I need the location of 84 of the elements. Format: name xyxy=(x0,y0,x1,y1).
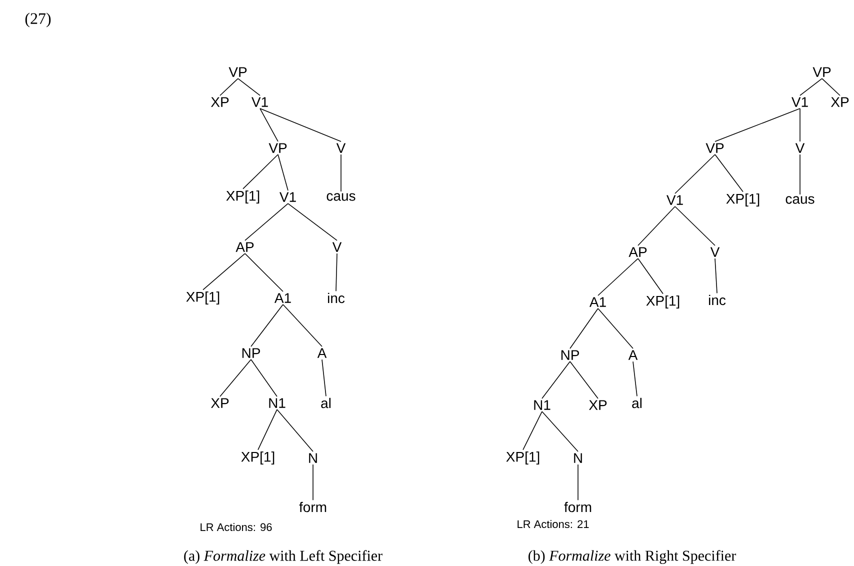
tree-label: AP xyxy=(628,247,647,257)
tree-branch xyxy=(522,411,542,450)
tree-branch xyxy=(632,361,638,397)
tree-branch xyxy=(674,206,716,246)
action-count: LR Actions: 96 xyxy=(200,522,272,532)
tree-branch xyxy=(714,258,718,294)
tree-label: A xyxy=(628,350,638,360)
tree-label: AP xyxy=(236,242,254,252)
tree-label: XP xyxy=(210,97,229,107)
tree-label: VP xyxy=(706,143,724,153)
tree-label: caus xyxy=(786,196,814,204)
tree-branch xyxy=(276,409,314,452)
tree-branch xyxy=(822,78,840,96)
tree-branch xyxy=(598,258,638,296)
tree-label: V1 xyxy=(792,97,808,107)
tree-branch xyxy=(278,154,288,191)
tree-branch xyxy=(570,361,598,399)
tree-branch xyxy=(250,359,278,397)
subfigure-caption: (a) Formalize with Left Specifier xyxy=(184,550,382,564)
tree-label: V xyxy=(336,143,346,153)
tree-branch xyxy=(220,359,252,397)
tree-label: inc xyxy=(709,294,726,306)
tree-label: N xyxy=(309,453,317,463)
tree-label: V1 xyxy=(252,97,268,107)
tree-label: A1 xyxy=(274,293,291,303)
tree-label: N xyxy=(574,453,582,463)
tree-branch xyxy=(336,253,338,292)
tree-label: V1 xyxy=(280,192,296,202)
tree-label: V xyxy=(332,242,342,252)
tree-branch xyxy=(244,253,284,292)
tree-label: form xyxy=(564,502,592,512)
tree-branch xyxy=(638,206,676,246)
action-count: LR Actions: 21 xyxy=(518,520,589,528)
tree-branch xyxy=(258,409,278,450)
tree-branch xyxy=(260,108,278,142)
tree-label: V xyxy=(710,247,720,257)
tree-label: caus xyxy=(326,193,356,201)
tree-label: A xyxy=(317,348,327,358)
tree-branch xyxy=(260,108,342,142)
tree-branch xyxy=(220,78,238,96)
tree-branch xyxy=(542,361,570,399)
tree-label: XP[1] xyxy=(186,291,220,305)
tree-branch xyxy=(598,308,634,349)
tree-label: N1 xyxy=(534,400,550,410)
tree-branch xyxy=(570,308,598,349)
tree-label: XP xyxy=(830,97,849,107)
tree-branch xyxy=(542,411,578,452)
tree-label: XP xyxy=(588,400,607,410)
tree-label: N1 xyxy=(269,398,286,408)
tree-label: XP[1] xyxy=(226,190,260,204)
tree-branch xyxy=(282,304,322,347)
tree-label: NP xyxy=(561,350,579,360)
tree-label: V1 xyxy=(666,195,683,205)
tree-label: NP xyxy=(242,348,260,358)
tree-branch xyxy=(242,154,278,190)
tree-branch xyxy=(312,464,314,501)
tree-branch xyxy=(202,253,246,290)
tree-branch xyxy=(714,154,744,192)
tree-branch xyxy=(288,203,338,241)
tree-label: al xyxy=(632,398,642,408)
tree-branch xyxy=(800,78,822,96)
tree-label: XP[1] xyxy=(506,451,540,465)
tree-label: form xyxy=(299,502,326,512)
tree-branch xyxy=(250,304,284,347)
tree-branch xyxy=(238,78,260,96)
tree-branch xyxy=(638,258,664,294)
tree-label: XP[1] xyxy=(241,451,274,465)
tree-label: al xyxy=(321,398,331,408)
tree-label: XP[1] xyxy=(726,193,760,207)
tree-label: XP[1] xyxy=(646,295,680,309)
tree-branch xyxy=(674,154,716,194)
tree-label: A1 xyxy=(589,297,606,307)
tree-label: V xyxy=(795,143,805,153)
tree-label: XP xyxy=(210,398,229,408)
tree-branch xyxy=(244,203,288,241)
subfigure-caption: (b) Formalize with Right Specifier xyxy=(528,550,736,564)
tree-label: VP xyxy=(228,67,247,77)
tree-label: VP xyxy=(812,67,831,77)
label-number: (27) xyxy=(25,12,51,28)
tree-branch xyxy=(340,154,342,192)
tree-branch xyxy=(714,108,800,142)
tree-label: VP xyxy=(268,143,287,153)
tree-label: inc xyxy=(328,292,345,304)
tree-branch xyxy=(322,359,326,397)
